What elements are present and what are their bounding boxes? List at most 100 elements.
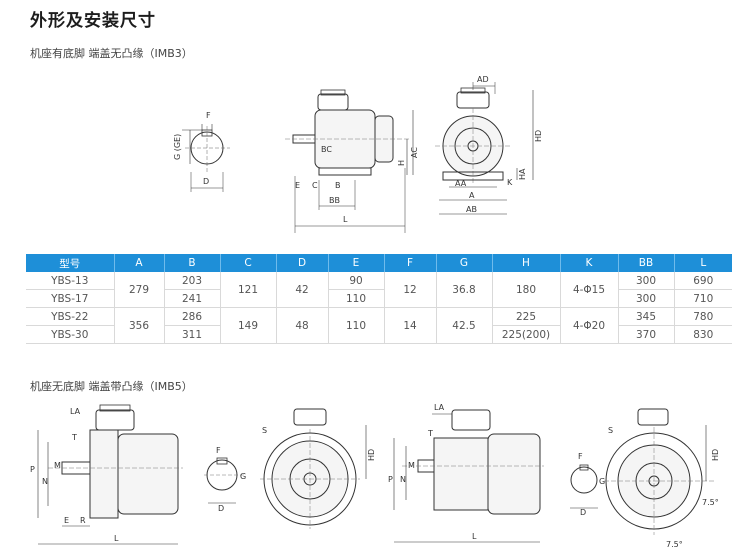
label-g-ge: G (GE) — [173, 134, 182, 160]
label-p-alt: P — [388, 475, 393, 484]
label-a: A — [469, 191, 475, 200]
table-cell: 12 — [384, 272, 437, 308]
spec-table: 型号 A B C D E F G H K BB L YBS-13 279 203… — [26, 254, 732, 344]
label-g-b5: G — [240, 472, 246, 481]
label-t: T — [71, 433, 77, 442]
table-cell: 14 — [384, 307, 437, 344]
table-cell: 42 — [276, 272, 329, 308]
table-cell: 279 — [114, 272, 165, 308]
table-row: YBS-22 356 286 149 48 110 14 42.5 225 4-… — [26, 307, 732, 344]
label-ab: AB — [466, 205, 477, 214]
label-n-alt: N — [400, 475, 406, 484]
label-h: H — [397, 160, 406, 166]
col-header: C — [220, 254, 277, 272]
label-la: LA — [70, 407, 81, 416]
col-header: L — [674, 254, 732, 272]
table-cell: 710 — [674, 289, 732, 308]
col-header: K — [560, 254, 619, 272]
table-row: YBS-30 311 225(200) 370 830 — [26, 325, 732, 344]
label-bc: BC — [321, 145, 332, 154]
col-header: E — [328, 254, 385, 272]
label-l: L — [343, 215, 348, 224]
table-cell: 300 — [618, 289, 675, 308]
page-title: 外形及安装尺寸 — [30, 11, 156, 31]
table-cell: 286 — [164, 307, 221, 326]
imb5-front-view-drawing: S HD — [260, 408, 376, 529]
table-cell: 690 — [674, 272, 732, 290]
col-header: G — [436, 254, 493, 272]
col-header: F — [384, 254, 437, 272]
label-ac: AC — [410, 147, 419, 158]
label-d-b5-alt: D — [580, 508, 586, 516]
label-l-alt: L — [472, 532, 477, 541]
table-cell: 203 — [164, 272, 221, 290]
label-aa: AA — [455, 179, 467, 188]
table-cell: YBS-17 — [26, 289, 115, 308]
label-e: E — [64, 516, 69, 525]
label-r: R — [80, 516, 86, 525]
table-cell: 4-Φ15 — [560, 272, 619, 308]
label-t-alt: T — [427, 429, 433, 438]
section-imb3-label: 机座有底脚 端盖无凸缘（IMB3） — [30, 47, 193, 60]
table-cell: 110 — [328, 289, 385, 308]
label-l: L — [114, 534, 119, 543]
label-ha: HA — [518, 168, 527, 180]
table-cell: 345 — [618, 307, 675, 326]
table-cell: 830 — [674, 325, 732, 344]
col-header: 型号 — [26, 254, 115, 272]
imb5-side-view-drawing: LA T M P N E R L — [30, 404, 183, 545]
label-m: M — [54, 461, 61, 470]
table-cell: 4-Φ20 — [560, 307, 619, 344]
table-cell: 42.5 — [436, 307, 493, 344]
table-cell: 370 — [618, 325, 675, 344]
label-s: S — [262, 426, 267, 435]
table-cell: 780 — [674, 307, 732, 326]
label-k: K — [507, 178, 513, 187]
front-view-drawing: AD HD HA AA A K AB — [435, 75, 543, 215]
table-cell: 36.8 — [436, 272, 493, 308]
label-hd: HD — [534, 130, 543, 142]
table-cell: 225(200) — [492, 325, 561, 344]
label-f-b5: F — [216, 446, 221, 455]
label-p: P — [30, 465, 35, 474]
col-header: B — [164, 254, 221, 272]
table-row: YBS-13 279 203 121 42 90 12 36.8 180 4-Φ… — [26, 272, 732, 308]
label-f-b5-alt: F — [578, 452, 583, 461]
table-cell: 149 — [220, 307, 277, 344]
table-row: YBS-17 241 110 300 710 — [26, 289, 732, 308]
label-g-b5-alt: G — [599, 477, 605, 486]
label-hd-b5-alt: HD — [711, 449, 720, 461]
table-cell: 300 — [618, 272, 675, 290]
imb5-side-view-alt-drawing: LA T P N M L — [388, 403, 544, 543]
side-view-drawing: BC AC H E C B BB L — [285, 89, 419, 233]
label-f: F — [206, 111, 211, 120]
table-header-row: 型号 A B C D E F G H K BB L — [26, 254, 732, 272]
col-header: H — [492, 254, 561, 272]
shaft-section-drawing: F G (GE) D — [173, 111, 230, 192]
table-cell: 48 — [276, 307, 329, 344]
label-d: D — [203, 177, 209, 186]
imb5-shaft-section-drawing: F G D — [204, 446, 246, 513]
label-n: N — [42, 477, 48, 486]
label-angle: 7.5° — [702, 498, 719, 507]
table-cell: 356 — [114, 307, 165, 344]
table-cell: YBS-22 — [26, 307, 115, 326]
label-bb: BB — [329, 196, 340, 205]
table-cell: 110 — [328, 307, 385, 344]
table-cell: 241 — [164, 289, 221, 308]
table-cell: 225 — [492, 307, 561, 326]
col-header: BB — [618, 254, 675, 272]
imb5-front-view-alt-drawing: S HD 7.5° 7.5° — [604, 408, 720, 549]
label-b: B — [335, 181, 341, 190]
table-cell: 121 — [220, 272, 277, 308]
col-header: A — [114, 254, 165, 272]
table-cell: 311 — [164, 325, 221, 344]
label-ad: AD — [477, 75, 489, 84]
imb5-shaft-section-alt-drawing: F G D — [570, 452, 605, 516]
label-m-alt: M — [408, 461, 415, 470]
section-imb5-label: 机座无底脚 端盖带凸缘（IMB5） — [30, 380, 193, 393]
label-la-alt: LA — [434, 403, 445, 412]
label-s-alt: S — [608, 426, 613, 435]
label-angle-lower: 7.5° — [666, 540, 683, 549]
col-header: D — [276, 254, 329, 272]
